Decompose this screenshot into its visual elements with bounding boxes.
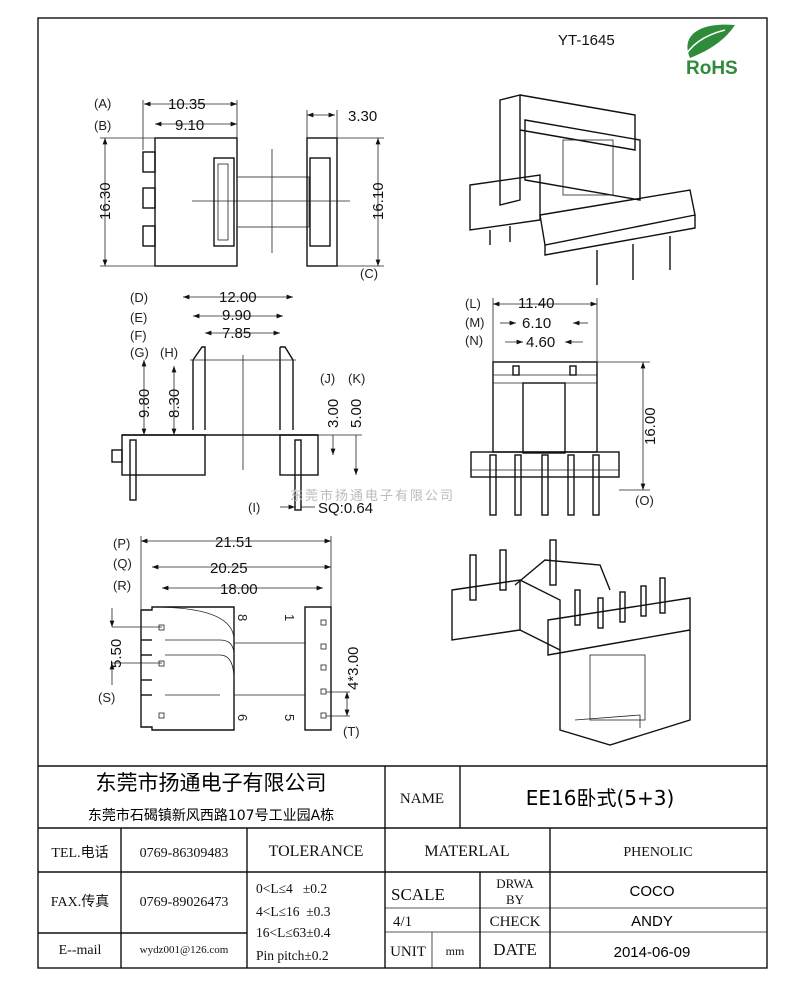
fax-value: 0769-89026473 bbox=[140, 895, 229, 910]
bottom-view-drawing bbox=[109, 536, 350, 731]
fax-label: FAX.传真 bbox=[51, 894, 109, 910]
title-block-grid bbox=[38, 765, 767, 968]
label-g: (G) bbox=[130, 345, 149, 360]
date-value: 2014-06-09 bbox=[614, 944, 691, 961]
tel-value: 0769-86309483 bbox=[140, 846, 229, 861]
dim-j: 3.00 bbox=[325, 399, 342, 428]
dim-f: 7.85 bbox=[222, 325, 251, 342]
label-l: (L) bbox=[465, 296, 481, 311]
front-view-drawing bbox=[470, 298, 650, 516]
drawn-by-label-1: DRWA bbox=[496, 876, 534, 891]
label-b: (B) bbox=[94, 118, 111, 133]
dim-n: 4.60 bbox=[526, 334, 555, 351]
dim-c: 3.30 bbox=[348, 108, 377, 125]
dim-l: 11.40 bbox=[518, 295, 554, 312]
dim-h: 8.30 bbox=[166, 389, 183, 418]
dim-g: 9.80 bbox=[136, 389, 153, 418]
label-e: (E) bbox=[130, 310, 147, 325]
dim-a: 10.35 bbox=[168, 96, 206, 113]
isometric-view-top bbox=[469, 94, 696, 285]
pin-number-6: 6 bbox=[235, 714, 250, 721]
dim-height-left: 16.30 bbox=[97, 182, 114, 220]
dim-d: 12.00 bbox=[219, 289, 257, 306]
dim-m: 6.10 bbox=[522, 315, 551, 332]
unit-label: UNIT bbox=[390, 944, 426, 960]
label-s: (S) bbox=[98, 690, 115, 705]
pin-number-5: 5 bbox=[282, 714, 297, 721]
unit-value: mm bbox=[446, 944, 465, 958]
email-value: wydz001@126.com bbox=[140, 944, 229, 956]
dim-height-right: 16.10 bbox=[370, 182, 387, 220]
label-c: (C) bbox=[360, 266, 378, 281]
isometric-view-bottom bbox=[451, 539, 691, 746]
email-label: E--mail bbox=[59, 943, 102, 958]
company-address: 东莞市石碣镇新风西路107号工业园A栋 bbox=[88, 807, 334, 824]
material-label: MATERLAL bbox=[424, 843, 509, 860]
label-k: (K) bbox=[348, 371, 365, 386]
material-value: PHENOLIC bbox=[623, 845, 692, 860]
svg-text:RoHS: RoHS bbox=[686, 58, 738, 79]
dim-o: 16.00 bbox=[642, 407, 659, 445]
dim-e: 9.90 bbox=[222, 307, 251, 324]
dim-k: 5.00 bbox=[348, 399, 365, 428]
dim-r: 18.00 bbox=[220, 581, 258, 598]
rohs-logo: RoHS bbox=[682, 24, 738, 79]
tolerance-line-2: 4<L≤16 ±0.3 bbox=[256, 904, 331, 919]
label-n: (N) bbox=[465, 333, 483, 348]
label-o: (O) bbox=[635, 493, 654, 508]
label-t: (T) bbox=[343, 724, 360, 739]
label-j: (J) bbox=[320, 371, 335, 386]
dim-b: 9.10 bbox=[175, 117, 204, 134]
label-d: (D) bbox=[130, 290, 148, 305]
pin-number-1: 1 bbox=[282, 614, 297, 621]
side-view-drawing bbox=[111, 294, 362, 511]
dim-p: 21.51 bbox=[215, 534, 253, 551]
name-label: NAME bbox=[400, 791, 444, 807]
part-number: YT-1645 bbox=[558, 32, 615, 49]
company-name: 东莞市扬通电子有限公司 bbox=[96, 771, 327, 795]
drawn-by-value: COCO bbox=[630, 883, 675, 900]
label-h: (H) bbox=[160, 345, 178, 360]
label-a: (A) bbox=[94, 96, 111, 111]
dim-i: SQ:0.64 bbox=[318, 500, 373, 517]
label-p: (P) bbox=[113, 536, 130, 551]
label-q: (Q) bbox=[113, 556, 132, 571]
date-label: DATE bbox=[493, 940, 536, 959]
drawn-by-label-2: BY bbox=[506, 892, 525, 907]
label-m: (M) bbox=[465, 315, 485, 330]
tel-label: TEL.电话 bbox=[51, 845, 108, 861]
tolerance-line-3: 16<L≤63±0.4 bbox=[256, 925, 331, 940]
scale-label: SCALE bbox=[391, 885, 445, 904]
dim-t: 4*3.00 bbox=[345, 647, 362, 690]
tolerance-line-4: Pin pitch±0.2 bbox=[256, 948, 329, 963]
label-f: (F) bbox=[130, 328, 147, 343]
sheet-border bbox=[37, 17, 768, 969]
tolerance-label: TOLERANCE bbox=[269, 843, 364, 860]
check-label: CHECK bbox=[490, 914, 541, 930]
dim-s: 5.50 bbox=[108, 639, 125, 668]
label-i: (I) bbox=[248, 500, 260, 515]
watermark: 东莞市扬通电子有限公司 bbox=[290, 488, 455, 504]
top-view-drawing bbox=[100, 100, 384, 267]
pin-number-8: 8 bbox=[235, 614, 250, 621]
scale-value: 4/1 bbox=[393, 914, 412, 930]
label-r: (R) bbox=[113, 578, 131, 593]
part-name: EE16卧式(5+3) bbox=[526, 786, 675, 810]
dim-q: 20.25 bbox=[210, 560, 248, 577]
check-value: ANDY bbox=[631, 913, 673, 930]
tolerance-line-1: 0<L≤4 ±0.2 bbox=[256, 881, 327, 896]
